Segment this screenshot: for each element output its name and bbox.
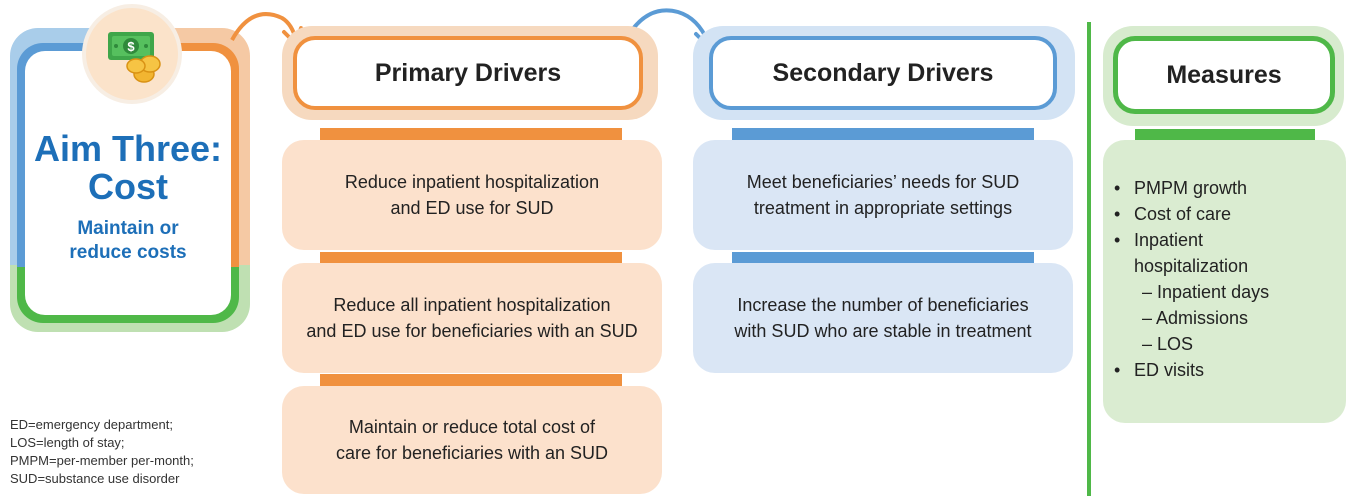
measure-text: – Admissions [1142,308,1249,328]
primary-driver-line: Reduce inpatient hospitalization [344,172,600,192]
measure-text: hospitalization [1134,256,1249,276]
abbreviation-line: PMPM=per-member per-month; [10,453,194,468]
secondary-driver-line: with SUD who are stable in treatment [734,321,1032,341]
money-icon: $ [82,4,182,104]
measures-header: Measures [1113,36,1335,114]
measure-text: Cost of care [1134,204,1232,224]
primary-driver-line: and ED use for SUD [390,198,554,218]
measures-box [1103,140,1346,423]
measure-text: – Inpatient days [1142,282,1270,302]
bullet: • [1114,178,1121,198]
measures-connector-bar [1135,129,1315,140]
measure-item: • ED visits [1112,357,1342,383]
measure-item: • PMPM growth [1112,175,1342,201]
aim-subtitle-line: reduce costs [69,242,187,263]
primary-driver-line: Reduce all inpatient hospitalization [333,295,611,315]
measure-item-continuation: hospitalization [1112,253,1342,279]
aim-title-line: Cost [88,166,168,207]
measure-text: ED visits [1134,360,1205,380]
measure-subitem: – LOS [1112,331,1342,357]
secondary-driver-box: Increase the number of beneficiaries wit… [693,263,1073,373]
vertical-divider [1087,22,1091,496]
primary-connector-bar [320,374,622,386]
blue-arrow [626,8,710,43]
secondary-driver-line: treatment in appropriate settings [753,198,1013,218]
primary-driver-box: Reduce all inpatient hospitalization and… [282,263,662,373]
aim-subtitle: Maintain or reduce costs [17,217,239,265]
measure-item: • Inpatient [1112,227,1342,253]
measure-text: PMPM growth [1134,178,1248,198]
measure-item: • Cost of care [1112,201,1342,227]
primary-driver-box: Reduce inpatient hospitalization and ED … [282,140,662,250]
secondary-drivers-header: Secondary Drivers [709,36,1057,110]
secondary-connector-bar [732,252,1034,264]
aim-subtitle-line: Maintain or [77,218,179,239]
abbreviation-note: ED=emergency department; LOS=length of s… [10,416,250,488]
aim-title: Aim Three: Cost [17,130,239,206]
aim-title-line: Aim Three: [33,128,223,169]
primary-driver-box: Maintain or reduce total cost of care fo… [282,386,662,494]
abbreviation-line: SUD=substance use disorder [10,471,180,486]
bullet: • [1114,360,1121,380]
secondary-connector-bar [732,128,1034,140]
measure-text: Inpatient [1134,230,1204,250]
primary-connector-bar [320,128,622,140]
secondary-driver-line: Meet beneficiaries’ needs for SUD [746,172,1020,192]
primary-driver-line: care for beneficiaries with an SUD [335,443,609,463]
measure-subitem: – Inpatient days [1112,279,1342,305]
primary-connector-bar [320,252,622,264]
primary-drivers-header: Primary Drivers [293,36,643,110]
secondary-driver-line: Increase the number of beneficiaries [737,295,1029,315]
bullet: • [1114,204,1121,224]
abbreviation-line: LOS=length of stay; [10,435,125,450]
svg-text:$: $ [127,39,135,54]
measure-text: – LOS [1142,334,1194,354]
orange-arrow [230,12,298,41]
primary-driver-line: Maintain or reduce total cost of [348,417,596,437]
measure-subitem: – Admissions [1112,305,1342,331]
secondary-driver-box: Meet beneficiaries’ needs for SUD treatm… [693,140,1073,250]
bullet: • [1114,230,1121,250]
measures-list: • PMPM growth • Cost of care • Inpatient ho… [1112,175,1342,383]
abbreviation-line: ED=emergency department; [10,417,173,432]
primary-driver-line: and ED use for beneficiaries with an SUD [306,321,638,341]
